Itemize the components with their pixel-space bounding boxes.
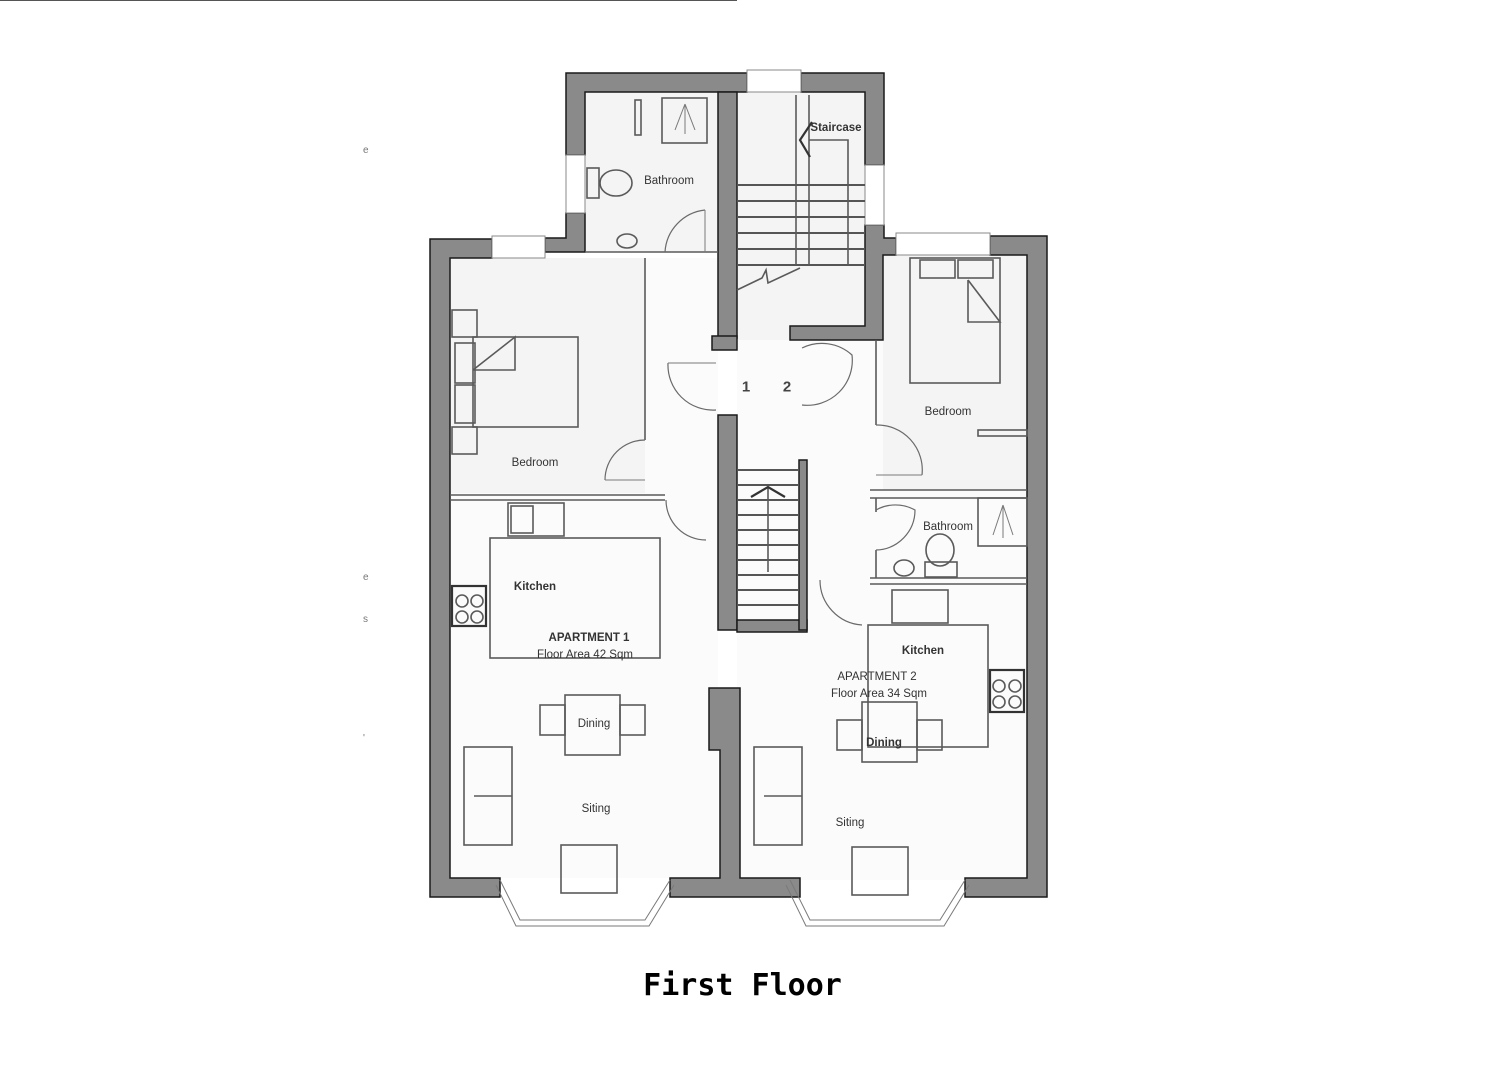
apt1-name: APARTMENT 1 (548, 632, 630, 644)
apt2-bathroom-label: Bathroom (923, 521, 973, 533)
lower-staircase (737, 469, 799, 606)
walls (429, 72, 1048, 898)
doors (604, 209, 923, 626)
apt2-dining-label: Dining (866, 737, 902, 749)
partitions (450, 99, 1028, 585)
apt1-bedroom-label: Bedroom (511, 457, 559, 469)
floor-title: First Floor (643, 968, 842, 1003)
door-1-number: 1 (741, 378, 751, 396)
apartment-1-fixtures (450, 97, 708, 894)
apt2-sitting-label: Siting (835, 817, 865, 829)
staircase-label: Staircase (810, 122, 862, 134)
apt1-floor-area: Floor Area 42 Sqm (537, 649, 633, 661)
apt2-bedroom-label: Bedroom (924, 406, 972, 418)
door-2-number: 2 (782, 378, 792, 396)
apt1-dining-label: Dining (577, 718, 611, 730)
apt2-floor-area: Floor Area 34 Sqm (831, 688, 927, 700)
stray-mark: ' (363, 733, 365, 744)
stray-mark: e (363, 572, 369, 583)
apt2-name: APARTMENT 2 (837, 671, 917, 683)
stray-mark: e (363, 145, 369, 156)
apt1-bathroom-label: Bathroom (644, 175, 694, 187)
apt1-kitchen-label: Kitchen (513, 581, 557, 593)
apartment-2-fixtures (753, 257, 1028, 896)
stray-mark: s (363, 614, 368, 625)
upper-staircase (0, 0, 865, 291)
apt2-kitchen-label: Kitchen (901, 645, 945, 657)
windows (491, 69, 991, 927)
apt1-sitting-label: Siting (581, 803, 611, 815)
